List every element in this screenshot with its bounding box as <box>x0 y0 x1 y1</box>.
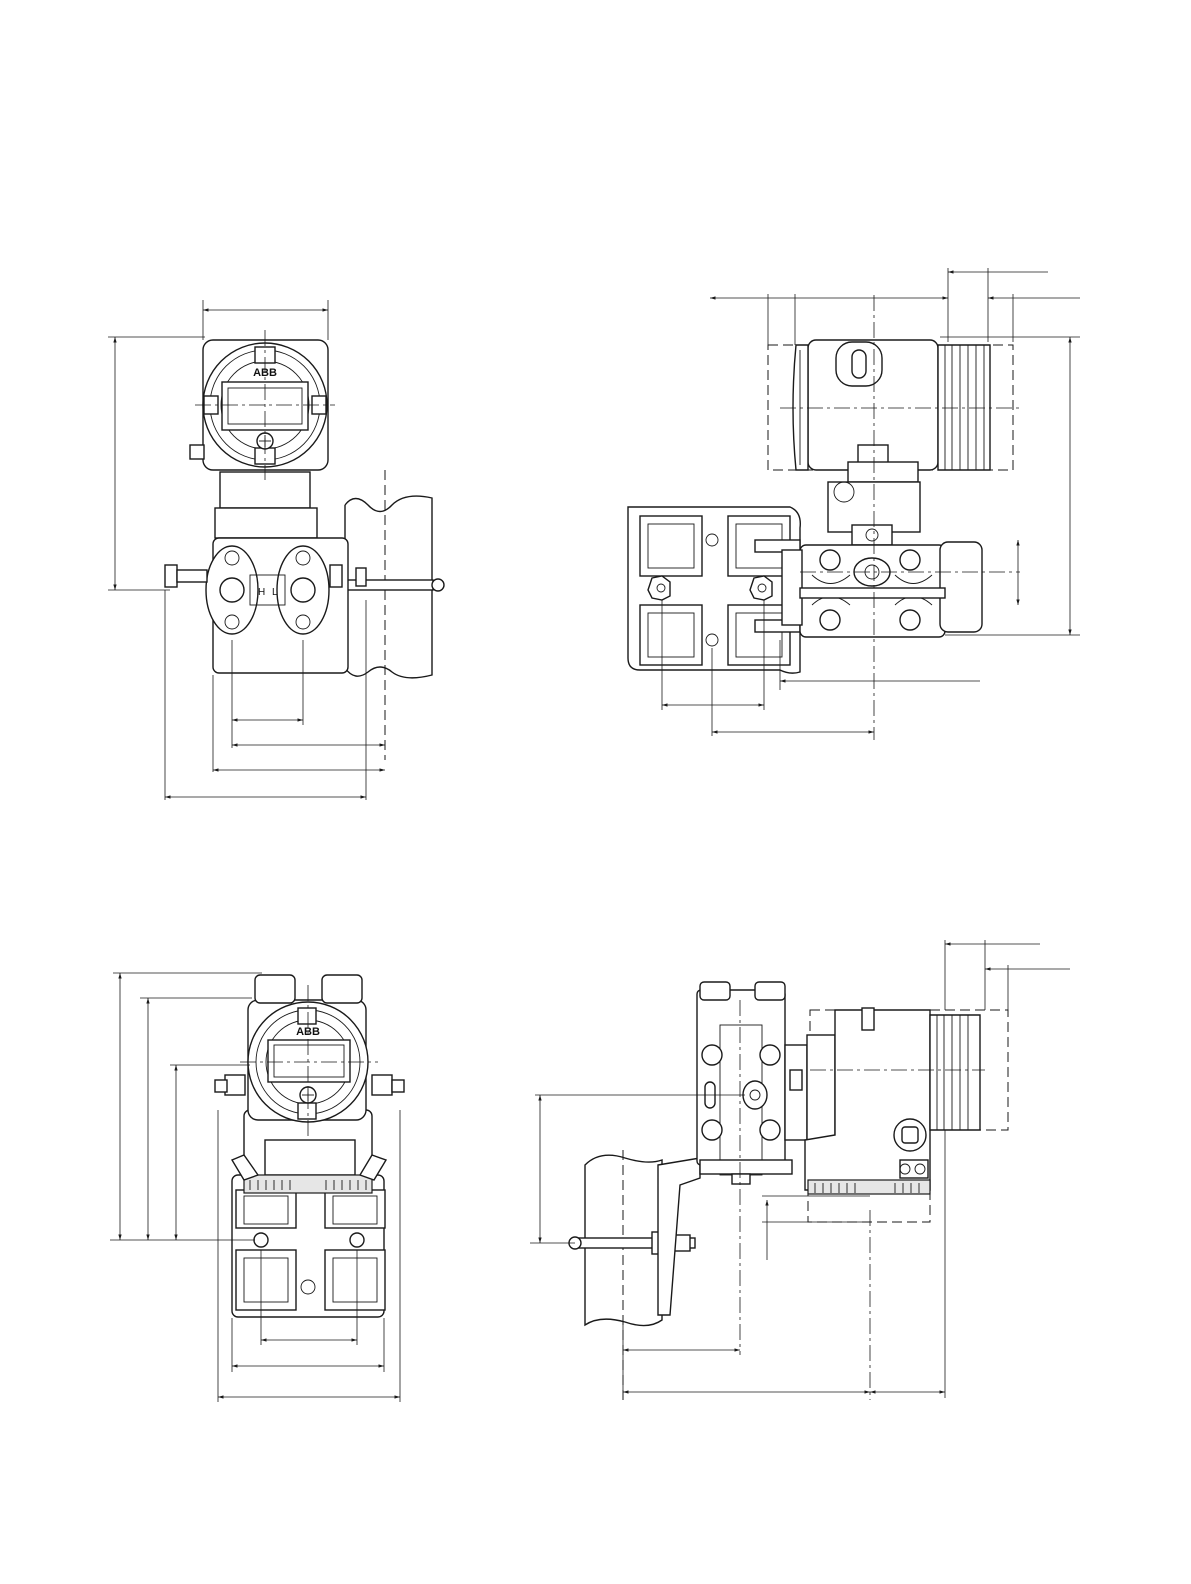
mounting-bracket-front <box>232 1175 385 1317</box>
transmitter-housing-side-bracket <box>785 1008 1008 1222</box>
view-front-pipe-mount: ABB H L <box>108 300 444 800</box>
sensor-adapter <box>215 508 317 538</box>
dimension-lines-view-4 <box>530 940 1070 1398</box>
mounting-pipe <box>345 470 432 760</box>
sensor-body-side <box>697 982 792 1184</box>
high-side-mark: H <box>258 587 265 598</box>
transmitter-housing-front: ABB <box>215 975 404 1122</box>
mounting-bracket <box>628 507 800 673</box>
view-front-bracket: ABB <box>110 973 404 1402</box>
low-side-mark: L <box>272 587 278 598</box>
transmitter-housing-side <box>768 340 1013 545</box>
view-side-bracket <box>530 940 1070 1400</box>
view-side-pipe-mount <box>628 268 1080 740</box>
process-flanges-side <box>782 542 982 637</box>
mounting-pipe-side <box>569 1150 700 1400</box>
process-flanges: H L <box>165 538 366 673</box>
